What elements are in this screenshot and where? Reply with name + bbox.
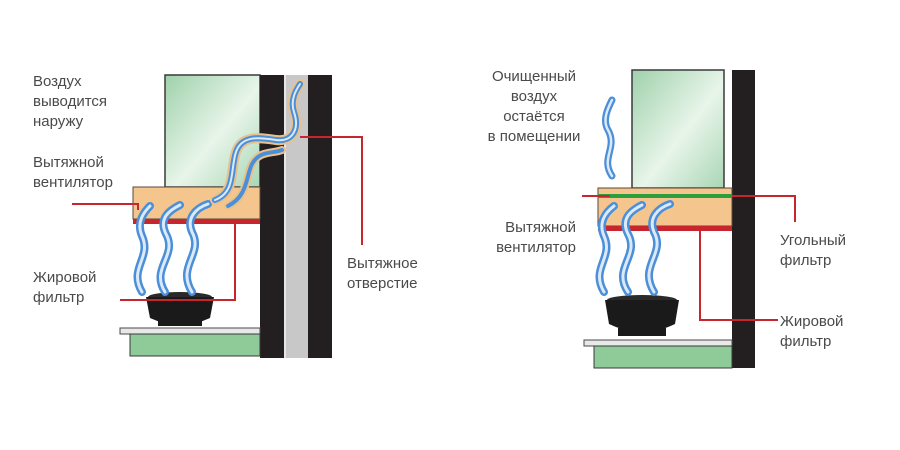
label-right-grease-filter: Жировой фильтр (780, 312, 843, 352)
label-clean-air: Очищенный воздух остаётся в помещении (472, 67, 596, 147)
label-exhaust-opening-line-2: отверстие (347, 275, 418, 292)
label-clean-air-line-3: остаётся (503, 108, 565, 125)
label-exhaust-opening-line-1: Вытяжное (347, 255, 418, 272)
label-right-fan-line-2: вентилятор (496, 239, 576, 256)
left-pot (146, 292, 214, 326)
right-counter (593, 345, 733, 369)
label-left-grease-filter-line-2: фильтр (33, 289, 85, 306)
left-duct-inner-line (284, 75, 286, 358)
left-grease-filter (133, 219, 260, 224)
left-wall-cabinet (164, 74, 261, 188)
right-pot (605, 295, 679, 336)
left-leader-lines (72, 136, 363, 301)
label-air-out: Воздух выводится наружу (33, 72, 107, 132)
right-steam (595, 200, 674, 296)
label-clean-air-line-2: воздух (510, 88, 558, 105)
left-stove-top (119, 327, 261, 335)
label-exhaust-opening: Вытяжное отверстие (347, 254, 418, 294)
left-exhaust-plume (210, 79, 305, 210)
label-right-fan-line-1: Вытяжной (505, 219, 576, 236)
right-diagram-recirculating-hood (582, 69, 796, 369)
label-left-grease-filter-line-1: Жировой (33, 269, 97, 286)
label-left-grease-filter: Жировой фильтр (33, 268, 96, 308)
label-carbon-filter-line-2: фильтр (780, 252, 832, 269)
right-carbon-filter (598, 194, 732, 198)
right-grease-filter (598, 226, 732, 231)
right-stove-top (583, 339, 733, 347)
left-steam (133, 200, 212, 296)
label-clean-air-line-4: в помещении (487, 128, 581, 145)
label-air-out-line-2: выводится (33, 93, 108, 110)
right-leader-lines (582, 195, 796, 321)
label-carbon-filter-line-1: Угольный (780, 232, 847, 249)
label-carbon-filter: Угольный фильтр (780, 231, 846, 271)
label-air-out-line-3: наружу (33, 113, 84, 130)
left-diagram-ducted-hood (72, 74, 363, 358)
right-wall-cabinet (631, 69, 725, 189)
label-left-fan-line-2: вентилятор (33, 174, 113, 191)
label-right-fan: Вытяжной вентилятор (472, 218, 576, 258)
right-wall (732, 70, 755, 368)
right-clean-air-plume (602, 96, 616, 180)
label-right-grease-filter-line-1: Жировой (780, 313, 844, 330)
label-left-fan-line-1: Вытяжной (33, 154, 104, 171)
label-air-out-line-1: Воздух (33, 73, 82, 90)
left-counter (129, 333, 261, 357)
label-right-grease-filter-line-2: фильтр (780, 333, 832, 350)
label-clean-air-line-1: Очищенный (491, 68, 577, 85)
label-left-fan: Вытяжной вентилятор (33, 153, 113, 193)
